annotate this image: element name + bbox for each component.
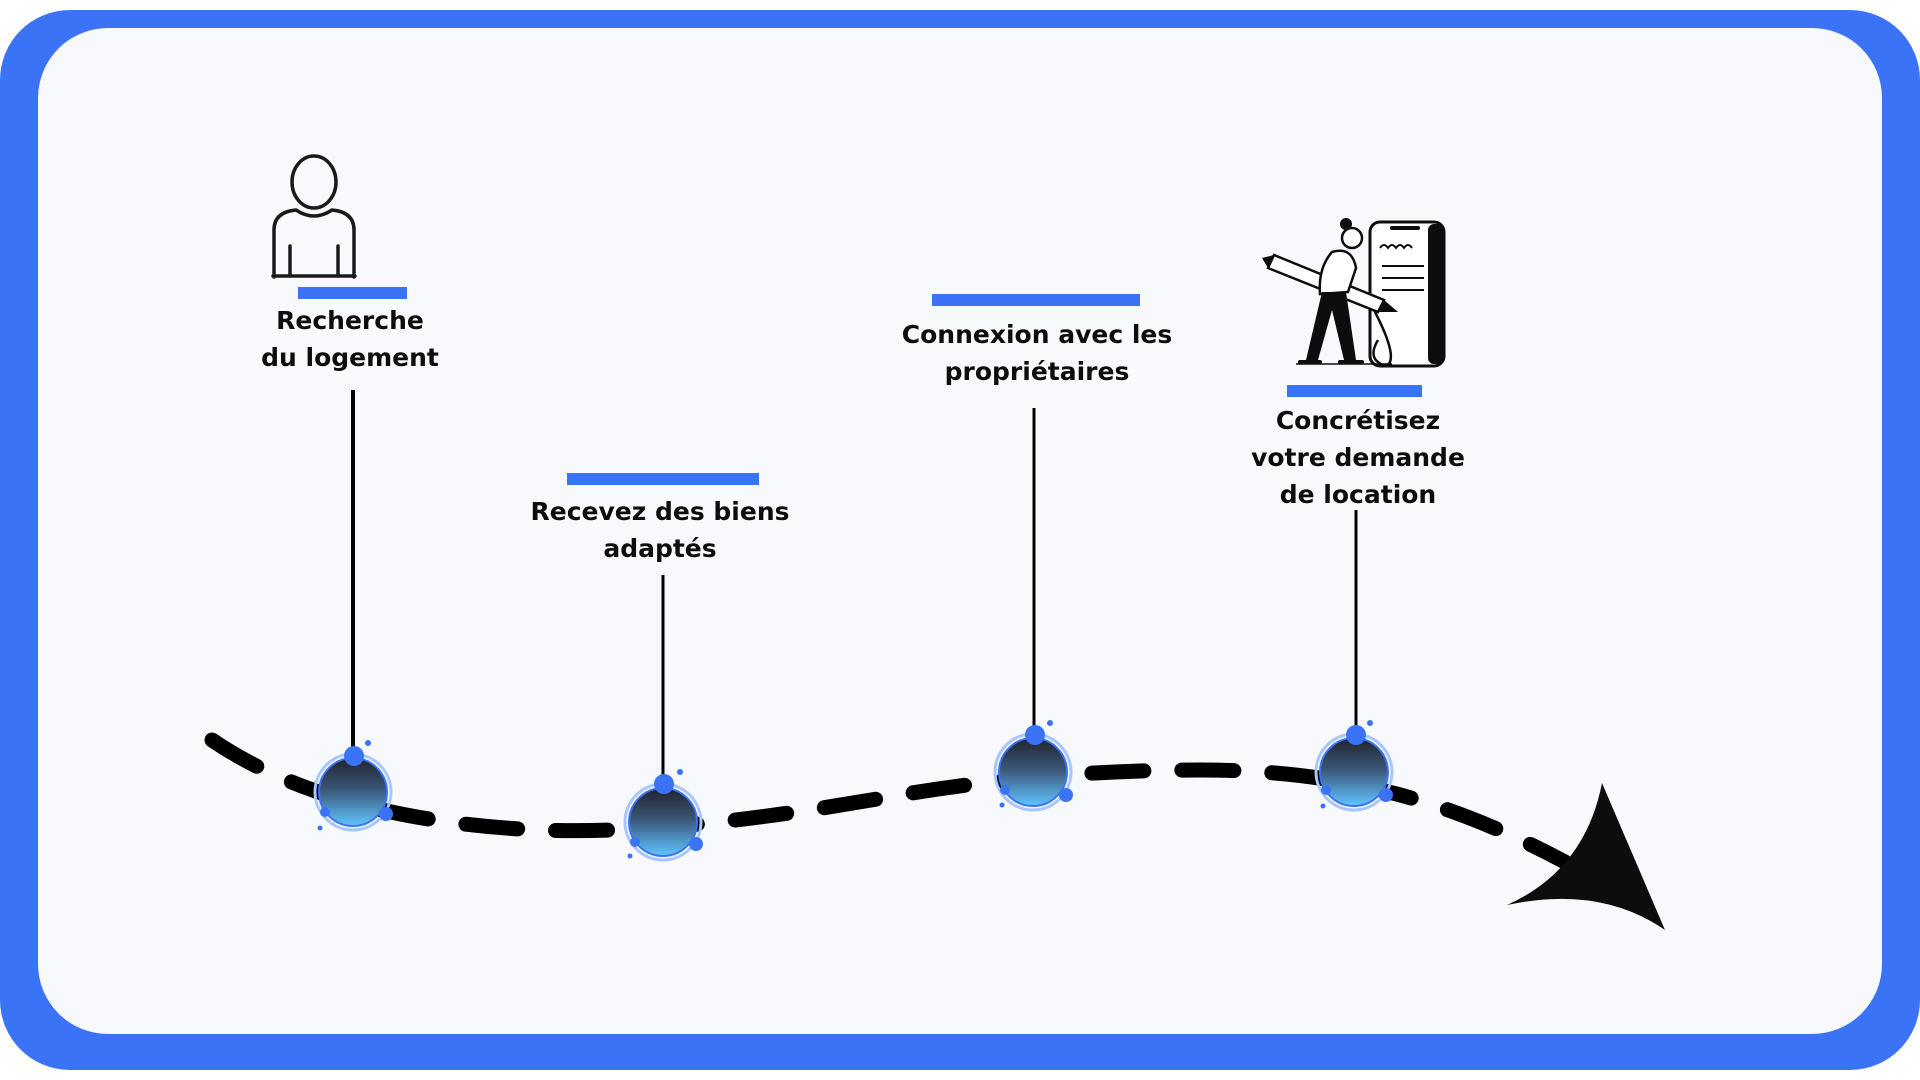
step-label-1-line-2: du logement [261, 343, 439, 372]
timeline-node-3 [993, 720, 1073, 812]
step-label-1-line-1: Recherche [276, 306, 424, 335]
timeline-node-2 [623, 769, 703, 862]
step-label-2-line-2: adaptés [603, 534, 717, 563]
step-label-3: Connexion avec les propriétaires [902, 316, 1173, 390]
timeline-node-1 [313, 740, 393, 832]
signing-contract-illustration [1262, 218, 1446, 368]
step-label-3-line-1: Connexion avec les [901, 320, 1173, 349]
step-label-4-line-3: de location [1279, 480, 1437, 509]
step-label-4: Concrétisez votre demande de location [1251, 402, 1465, 513]
step-label-1: Recherche du logement [261, 302, 439, 376]
arrow-head-icon [1507, 783, 1665, 930]
step-label-3-line-2: propriétaires [944, 357, 1130, 386]
accent-bar-3 [932, 294, 1140, 306]
timeline-node-4 [1314, 720, 1394, 812]
step-label-2-line-1: Recevez des biens [530, 497, 790, 526]
person-icon [271, 154, 357, 279]
step-label-2: Recevez des biens adaptés [530, 493, 789, 567]
step-label-4-line-1: Concrétisez [1275, 406, 1441, 435]
accent-bar-2 [567, 473, 759, 485]
accent-bar-1 [298, 287, 407, 299]
step-label-4-line-2: votre demande [1251, 443, 1465, 472]
accent-bar-4 [1287, 385, 1422, 397]
